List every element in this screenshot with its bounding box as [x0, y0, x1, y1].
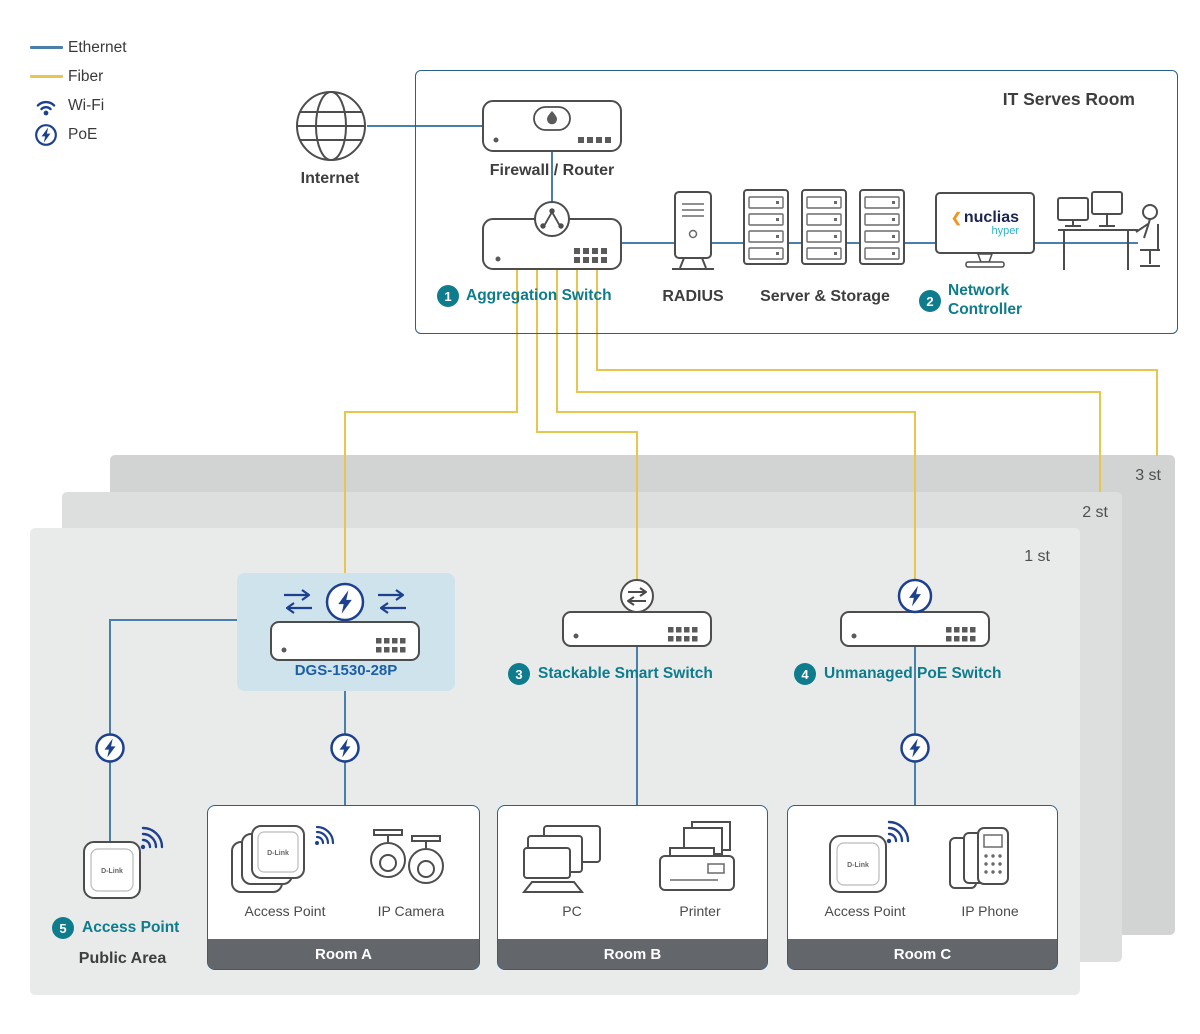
access-point-stack-icon: D-Link — [231, 825, 305, 893]
radius-label: RADIUS — [662, 288, 724, 305]
room-b-device1-label: PC — [562, 903, 582, 919]
room-a-bar: Room A — [208, 939, 479, 969]
wifi-icon — [36, 100, 56, 115]
floor-2-label: 2 st — [1082, 504, 1108, 521]
room-b-device2-label: Printer — [679, 903, 721, 919]
monitor-stand-icon — [965, 253, 1005, 268]
aggregation-switch-label: Aggregation Switch — [466, 287, 612, 304]
ip-phone-icon — [949, 827, 1009, 889]
access-point-icon: D-Link — [83, 841, 141, 899]
server-storage-icon — [743, 189, 905, 265]
nuclias-brand: nuclias — [963, 209, 1020, 226]
poe-icon — [35, 123, 57, 146]
room-b-bar: Room B — [498, 939, 767, 969]
stackable-switch-label: Stackable Smart Switch — [538, 665, 713, 682]
floor-1-label: 1 st — [1024, 548, 1050, 565]
network-controller-monitor: ❮ nuclias hyper — [935, 192, 1035, 254]
room-a-device1-label: Access Point — [244, 903, 326, 919]
legend-row-fiber: Fiber — [30, 62, 127, 91]
legend-row-ethernet: Ethernet — [30, 33, 127, 62]
step-1-badge: 1 — [437, 285, 459, 307]
wifi-waves-icon — [140, 826, 164, 850]
hub-icon — [540, 208, 564, 229]
it-room-box — [415, 70, 1178, 334]
fiber-line-swatch — [30, 75, 63, 78]
dlink-brand-text: D-Link — [847, 862, 869, 869]
room-a-device2-label: IP Camera — [377, 903, 445, 919]
firewall-router-icon — [482, 100, 622, 152]
legend: Ethernet Fiber Wi-Fi — [30, 33, 127, 149]
dgs-switch-icon — [270, 582, 420, 661]
aggregation-switch-icon — [482, 201, 622, 270]
public-area-label: Public Area — [78, 950, 167, 967]
admin-desk-icon — [1057, 191, 1160, 270]
room-c-bar: Room C — [788, 939, 1057, 969]
internet-globe-icon — [296, 91, 366, 161]
legend-row-wifi: Wi-Fi — [30, 91, 127, 120]
poe-bolt-icon — [338, 590, 352, 614]
dlink-brand-text: D-Link — [267, 850, 289, 857]
flame-icon — [547, 111, 557, 125]
stack-arrows-icon — [627, 587, 647, 606]
printer-icon — [659, 821, 735, 891]
network-controller-label-line2: Controller — [948, 301, 1023, 318]
radius-server-icon — [672, 191, 714, 270]
server-storage-label: Server & Storage — [760, 288, 890, 305]
public-access-point-label: Access Point — [82, 919, 180, 936]
nuclias-logo: ❮ nuclias hyper — [951, 209, 1019, 237]
wifi-waves-icon — [886, 820, 910, 844]
floor-3-label: 3 st — [1135, 467, 1161, 484]
ethernet-line-swatch — [30, 46, 63, 49]
network-controller-label: Network Controller — [948, 281, 1022, 319]
firewall-label: Firewall / Router — [489, 162, 615, 179]
unmanaged-switch-label: Unmanaged PoE Switch — [824, 665, 1002, 682]
room-c-device2-label: IP Phone — [961, 903, 1019, 919]
stackable-smart-switch-icon — [562, 579, 712, 647]
step-3-badge: 3 — [508, 663, 530, 685]
wifi-waves-icon — [315, 825, 335, 845]
room-c-device1-label: Access Point — [824, 903, 906, 919]
it-room-title: IT Serves Room — [1002, 89, 1135, 109]
legend-label-wifi: Wi-Fi — [68, 96, 105, 114]
legend-label-fiber: Fiber — [68, 67, 104, 85]
pc-icon — [521, 825, 601, 893]
dgs-switch-label: DGS-1530-28P — [294, 662, 398, 679]
nuclias-sub: hyper — [991, 225, 1020, 237]
step-5-badge: 5 — [52, 917, 74, 939]
access-point-icon: D-Link — [829, 835, 887, 893]
uplink-arrows-icon — [284, 589, 406, 614]
step-2-badge: 2 — [919, 290, 941, 312]
legend-row-poe: PoE — [30, 120, 127, 149]
poe-bolt-icon — [909, 585, 921, 607]
dlink-brand-text: D-Link — [101, 868, 123, 875]
poe-icon — [900, 733, 930, 763]
nuclias-mark-icon: ❮ — [950, 210, 962, 225]
network-controller-label-line1: Network — [948, 282, 1010, 299]
internet-label: Internet — [300, 170, 360, 187]
ip-camera-icon — [370, 829, 444, 884]
step-4-badge: 4 — [794, 663, 816, 685]
poe-icon — [95, 733, 125, 763]
fiber-lines — [344, 252, 1158, 588]
unmanaged-poe-switch-icon — [840, 578, 990, 647]
legend-label-ethernet: Ethernet — [68, 38, 127, 56]
legend-label-poe: PoE — [68, 125, 98, 143]
poe-icon — [330, 733, 360, 763]
